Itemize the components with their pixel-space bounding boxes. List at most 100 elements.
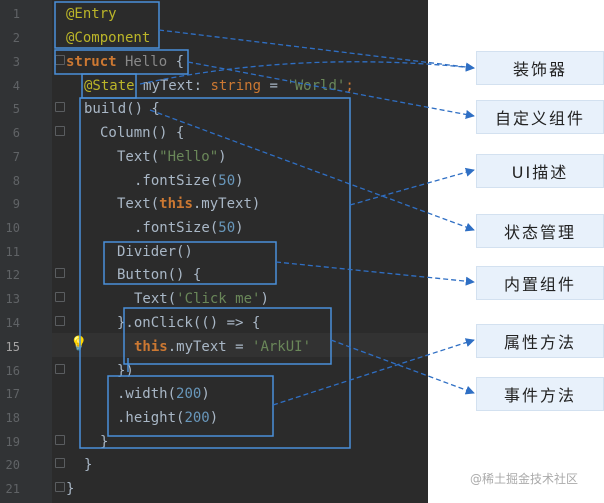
string-click-me: 'Click me'	[176, 291, 261, 307]
annotation-state: @State	[84, 78, 135, 94]
code-line: @Entry	[66, 4, 117, 24]
box-onclick	[123, 307, 332, 365]
arrow-decorator-1	[158, 29, 475, 72]
code-line: build() {	[84, 99, 160, 119]
paren: )	[235, 173, 244, 189]
arrow-custom-component	[187, 61, 475, 119]
code-line: Divider()	[117, 242, 193, 262]
code-line: .fontSize(50)	[134, 218, 244, 238]
number: 50	[218, 173, 236, 189]
paren: )	[209, 410, 219, 426]
code-line: this.myText = 'ArkUI'	[134, 337, 311, 357]
line-number: 16	[5, 364, 20, 378]
arrow-state-management	[149, 109, 475, 232]
close-brace: }	[66, 481, 75, 497]
keyword-struct: struct	[66, 54, 117, 70]
code-editor[interactable]: 1 2 3 4 5 6 7 8 9 10 11 12 13 14 15 16 1…	[0, 0, 428, 503]
struct-name: Hello	[116, 54, 168, 70]
line-number: 19	[5, 435, 20, 449]
number: 200	[176, 386, 202, 402]
fold-marker-icon[interactable]	[55, 458, 65, 468]
onclick-call: }.onClick(() => {	[117, 315, 261, 331]
type-string: string	[210, 78, 262, 94]
line-number: 9	[12, 197, 20, 211]
line-number: 5	[12, 102, 20, 116]
paren: )	[218, 149, 227, 165]
line-number: 17	[5, 387, 20, 401]
paren: )	[201, 386, 210, 402]
keyword-this: this	[159, 196, 193, 212]
arrow-attribute-method	[272, 338, 475, 406]
fold-marker-icon[interactable]	[55, 435, 65, 445]
paren: )	[260, 291, 269, 307]
line-number: 2	[12, 31, 20, 45]
var-decl: myText:	[134, 78, 211, 94]
width-call: .width(	[117, 386, 177, 402]
line-number: 4	[12, 79, 20, 93]
code-line: .height(200)	[117, 408, 218, 428]
watermark: @稀土掘金技术社区	[470, 472, 579, 486]
text-call: Text(	[117, 149, 160, 165]
lightbulb-icon[interactable]: 💡	[70, 336, 88, 352]
box-struct	[54, 49, 189, 75]
line-number: 18	[5, 411, 20, 425]
code-line: }	[100, 432, 108, 452]
text-call: Text(	[117, 196, 160, 212]
line-number: 21	[5, 482, 20, 496]
line-number: 13	[5, 292, 20, 306]
code-line: }	[66, 479, 74, 499]
code-line: @Component	[66, 28, 150, 48]
height-call: .height(	[117, 410, 185, 426]
button-call: Button() {	[117, 267, 202, 283]
code-line: Text("Hello")	[117, 147, 227, 167]
fontsize-call: .fontSize(	[134, 220, 219, 236]
fold-marker-icon[interactable]	[55, 102, 65, 112]
fold-marker-icon[interactable]	[55, 364, 65, 374]
member: .myText)	[192, 196, 261, 212]
line-number: 15	[5, 340, 20, 354]
code-line: Column() {	[100, 123, 184, 143]
assign: =	[261, 78, 287, 94]
close-paren: })	[117, 363, 134, 379]
close-brace: }	[100, 434, 109, 450]
divider-call: Divider()	[117, 244, 193, 260]
line-number: 8	[12, 174, 20, 188]
fold-marker-icon[interactable]	[55, 126, 65, 136]
line-number: 11	[5, 245, 20, 259]
code-line: struct Hello {	[66, 52, 184, 72]
arrow-builtin-component	[275, 261, 475, 286]
fold-marker-icon[interactable]	[55, 482, 65, 492]
annotation-component: @Component	[66, 30, 151, 46]
build-call: build() {	[84, 101, 160, 117]
line-number: 7	[12, 150, 20, 164]
box-build	[79, 97, 351, 449]
code-line: Text(this.myText)	[117, 194, 260, 214]
label-custom-component: 自定义组件	[476, 100, 604, 134]
box-attributes	[107, 375, 274, 437]
code-line: }	[84, 455, 92, 475]
fold-marker-icon[interactable]	[55, 268, 65, 278]
label-decorator: 装饰器	[476, 51, 604, 85]
line-number: 3	[12, 55, 20, 69]
fontsize-call: .fontSize(	[134, 173, 219, 189]
string-arkui: 'ArkUI'	[252, 339, 312, 355]
paren: )	[235, 220, 244, 236]
label-state-management: 状态管理	[476, 214, 604, 248]
label-ui-description: UI描述	[476, 154, 604, 188]
close-brace: }	[84, 457, 93, 473]
column-call: Column() {	[100, 125, 185, 141]
code-line: }.onClick(() => {	[117, 313, 260, 333]
fold-marker-icon[interactable]	[55, 292, 65, 302]
semicolon: ;	[345, 78, 354, 94]
arrow-decorator-2	[139, 61, 475, 85]
line-number: 12	[5, 268, 20, 282]
line-gutter	[0, 0, 52, 503]
label-builtin-component: 内置组件	[476, 266, 604, 300]
code-line: Button() {	[117, 265, 201, 285]
fold-marker-icon[interactable]	[55, 316, 65, 326]
label-attribute-method: 属性方法	[476, 324, 604, 358]
line-number: 14	[5, 316, 20, 330]
string-hello: "Hello"	[159, 149, 219, 165]
code-line: .width(200)	[117, 384, 210, 404]
